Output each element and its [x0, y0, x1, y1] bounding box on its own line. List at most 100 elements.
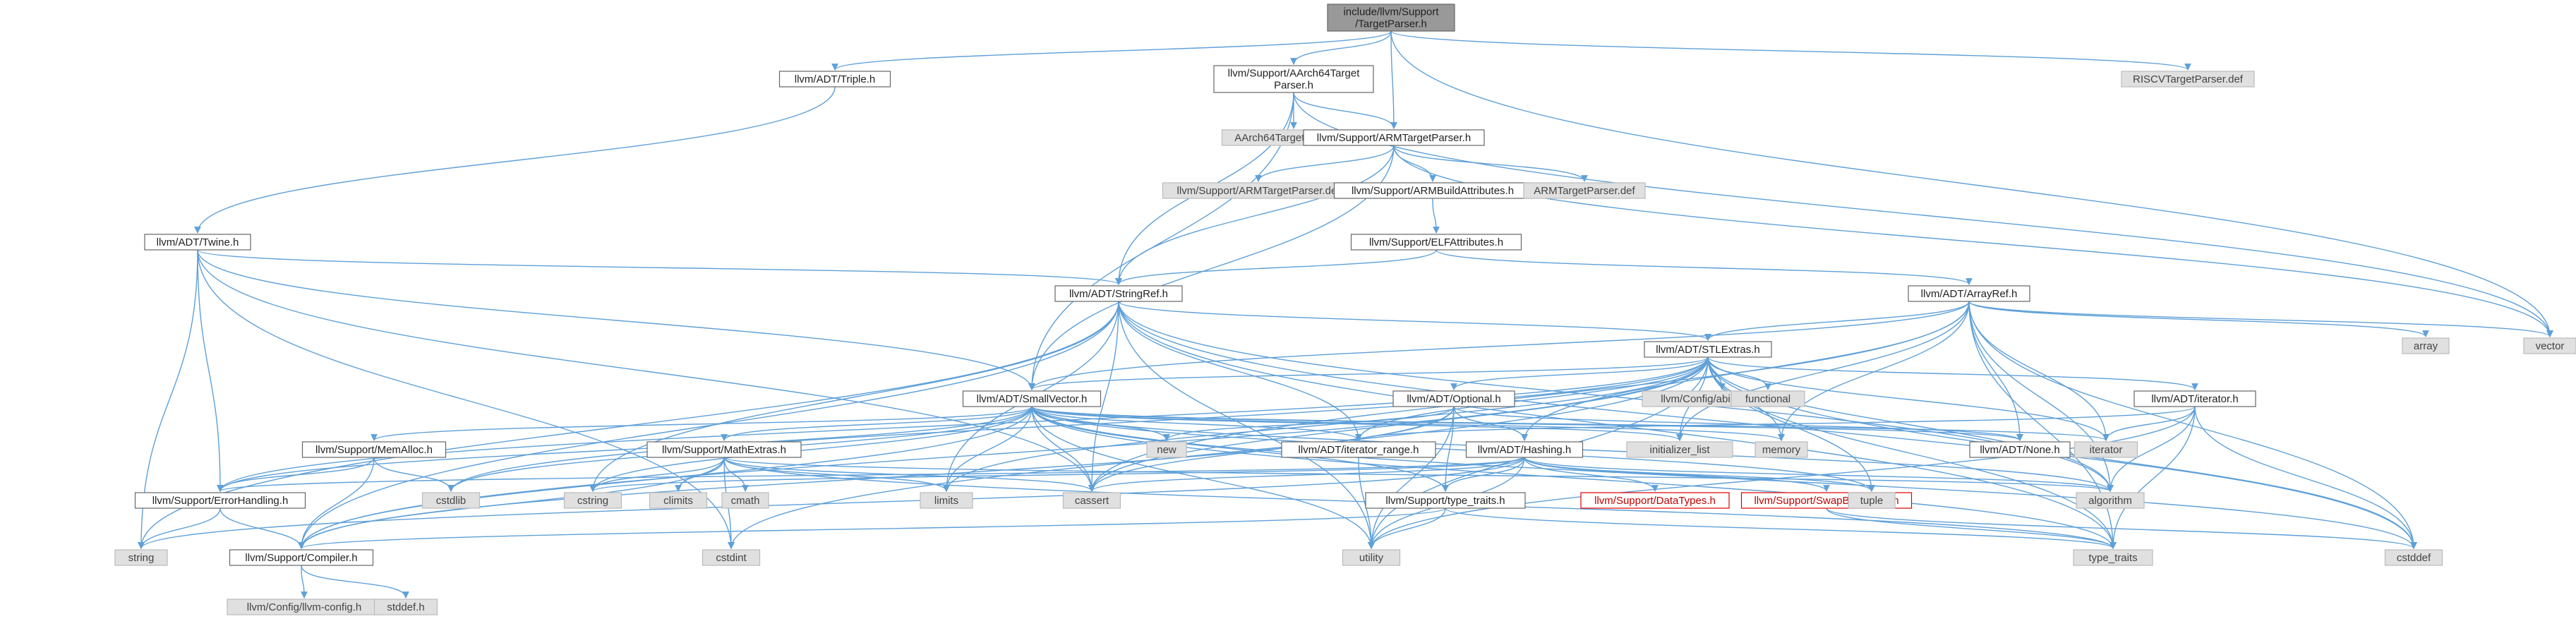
- edge-smallvector-to-utility: [1031, 406, 1375, 549]
- edge-root-to-aarch64: [1290, 30, 1392, 65]
- edge-hashing-to-typetraitsh: [1442, 457, 1525, 492]
- edge-stlextras-to-cstdlib: [447, 356, 1709, 492]
- node-iterrange[interactable]: llvm/ADT/iterator_range.h: [1281, 441, 1436, 458]
- edge-adtiterator-to-iterrange: [1355, 406, 2196, 441]
- edge-armtp-to-armtpdef2: [1393, 145, 1588, 182]
- edge-twine-to-cstdint: [197, 249, 735, 549]
- node-compiler[interactable]: llvm/Support/Compiler.h: [229, 549, 374, 566]
- edge-root-to-vector: [1390, 30, 2553, 337]
- node-box: [2074, 441, 2138, 458]
- edge-smallvector-to-new: [1031, 406, 1170, 441]
- edge-mathextras-to-cmath: [723, 457, 749, 492]
- node-box: [144, 234, 251, 251]
- node-label: llvm/ADT/Twine.h: [157, 236, 239, 248]
- node-label: llvm/Support/ARMBuildAttributes.h: [1352, 185, 1514, 197]
- edge-errhandling-to-string: [138, 507, 221, 549]
- node-label: cassert: [1075, 495, 1109, 507]
- node-algorithm: algorithm: [2076, 492, 2145, 509]
- node-label: llvm/ADT/StringRef.h: [1069, 288, 1168, 300]
- edge-root-to-armtp: [1390, 30, 1397, 129]
- node-hashing[interactable]: llvm/ADT/Hashing.h: [1465, 441, 1584, 458]
- node-cassert: cassert: [1062, 492, 1121, 509]
- node-elfattr[interactable]: llvm/Support/ELFAttributes.h: [1350, 234, 1522, 251]
- edge-stringref-to-cassert: [1088, 301, 1119, 492]
- node-climits: climits: [649, 492, 708, 509]
- edge-smallvector-to-none: [1031, 406, 2023, 441]
- node-stddef: stddef.h: [373, 599, 438, 615]
- node-box: [134, 492, 306, 509]
- node-memory: memory: [1755, 441, 1808, 458]
- node-memalloc[interactable]: llvm/Support/MemAlloc.h: [301, 441, 447, 458]
- node-stlextras[interactable]: llvm/ADT/STLExtras.h: [1644, 341, 1772, 358]
- node-label: string: [128, 552, 155, 564]
- node-aarch64[interactable]: llvm/Support/AArch64TargetParser.h: [1213, 65, 1374, 93]
- edge-optional-to-hashing: [1453, 406, 1528, 441]
- edge-smallvector-to-memory: [1031, 406, 1785, 441]
- edge-hashing-to-cassert: [1088, 457, 1525, 492]
- node-label: stddef.h: [387, 601, 424, 613]
- node-typetraitsh[interactable]: llvm/Support/type_traits.h: [1365, 492, 1526, 509]
- node-label: utility: [1359, 552, 1384, 564]
- node-optional[interactable]: llvm/ADT/Optional.h: [1392, 390, 1515, 407]
- node-label: cstring: [577, 495, 608, 507]
- edge-adtiterator-to-cstddef: [2194, 406, 2417, 549]
- node-smallvector[interactable]: llvm/ADT/SmallVector.h: [962, 390, 1102, 407]
- node-cmath: cmath: [721, 492, 769, 509]
- node-typetraits: type_traits: [2073, 549, 2153, 566]
- node-box: [1626, 441, 1733, 458]
- node-triple[interactable]: llvm/ADT/Triple.h: [778, 71, 891, 88]
- node-datatypes[interactable]: llvm/Support/DataTypes.h: [1580, 492, 1730, 509]
- edge-aarch64-to-armtp: [1293, 92, 1397, 129]
- node-root[interactable]: include/llvm/Support/TargetParser.h: [1327, 4, 1455, 32]
- edge-memalloc-to-compiler: [298, 457, 375, 549]
- node-tuple: tuple: [1848, 492, 1896, 509]
- node-adtiterator[interactable]: llvm/ADT/iterator.h: [2133, 390, 2256, 407]
- node-box: [2073, 549, 2153, 566]
- edge-triple-to-twine: [194, 86, 836, 234]
- edge-armtp-to-armtpdef1: [1255, 145, 1395, 182]
- node-label: llvm/ADT/None.h: [1980, 444, 2059, 456]
- node-label: llvm/ADT/Hashing.h: [1478, 444, 1572, 456]
- node-label: vector: [2536, 340, 2565, 352]
- node-label: cmath: [731, 495, 760, 507]
- node-arrayref[interactable]: llvm/ADT/ArrayRef.h: [1908, 285, 2030, 302]
- node-stringref[interactable]: llvm/ADT/StringRef.h: [1054, 285, 1183, 302]
- node-box: [2121, 71, 2255, 88]
- node-mathextras[interactable]: llvm/Support/MathExtras.h: [646, 441, 802, 458]
- node-box: [920, 492, 973, 509]
- node-label: algorithm: [2088, 495, 2132, 507]
- edge-stlextras-to-tuple: [1707, 356, 1875, 492]
- node-box: [1146, 441, 1187, 458]
- node-label: initializer_list: [1649, 444, 1710, 456]
- node-box: [1392, 390, 1515, 407]
- node-twine[interactable]: llvm/ADT/Twine.h: [144, 234, 251, 251]
- node-label: memory: [1762, 444, 1801, 456]
- edge-armtp-to-stringref: [1115, 145, 1395, 285]
- node-box: [421, 492, 481, 509]
- edge-stlextras-to-iterator: [1707, 356, 2109, 441]
- node-box: [114, 549, 168, 566]
- edge-twine-to-errhandling: [197, 249, 224, 492]
- node-label: functional: [1745, 393, 1790, 405]
- edge-adtiterator-to-iterator: [2102, 406, 2196, 441]
- node-label: llvm/Support/DataTypes.h: [1594, 495, 1716, 507]
- node-armba[interactable]: llvm/Support/ARMBuildAttributes.h: [1333, 182, 1532, 199]
- edge-root-to-triple: [831, 30, 1392, 71]
- edge-mathextras-to-algorithm: [723, 457, 2114, 492]
- node-label: include/llvm/Support: [1343, 6, 1439, 18]
- edge-stlextras-to-smallvector: [1028, 356, 1709, 390]
- node-label: climits: [663, 495, 693, 507]
- edge-armba-to-elfattr: [1432, 198, 1440, 234]
- node-errhandling[interactable]: llvm/Support/ErrorHandling.h: [134, 492, 306, 509]
- node-label: Parser.h: [1274, 80, 1313, 92]
- node-armtp[interactable]: llvm/Support/ARMTargetParser.h: [1303, 129, 1485, 146]
- node-label: llvm/Support/ErrorHandling.h: [152, 495, 289, 507]
- node-none[interactable]: llvm/ADT/None.h: [1969, 441, 2071, 458]
- node-box: [962, 390, 1102, 407]
- edge-twine-to-smallvector: [197, 249, 1035, 390]
- node-cstring: cstring: [563, 492, 622, 509]
- edge-stlextras-to-adtiterator: [1707, 356, 2198, 390]
- node-armtpdef1: llvm/Support/ARMTargetParser.def: [1162, 182, 1355, 199]
- edge-smallvector-to-compiler: [298, 406, 1033, 549]
